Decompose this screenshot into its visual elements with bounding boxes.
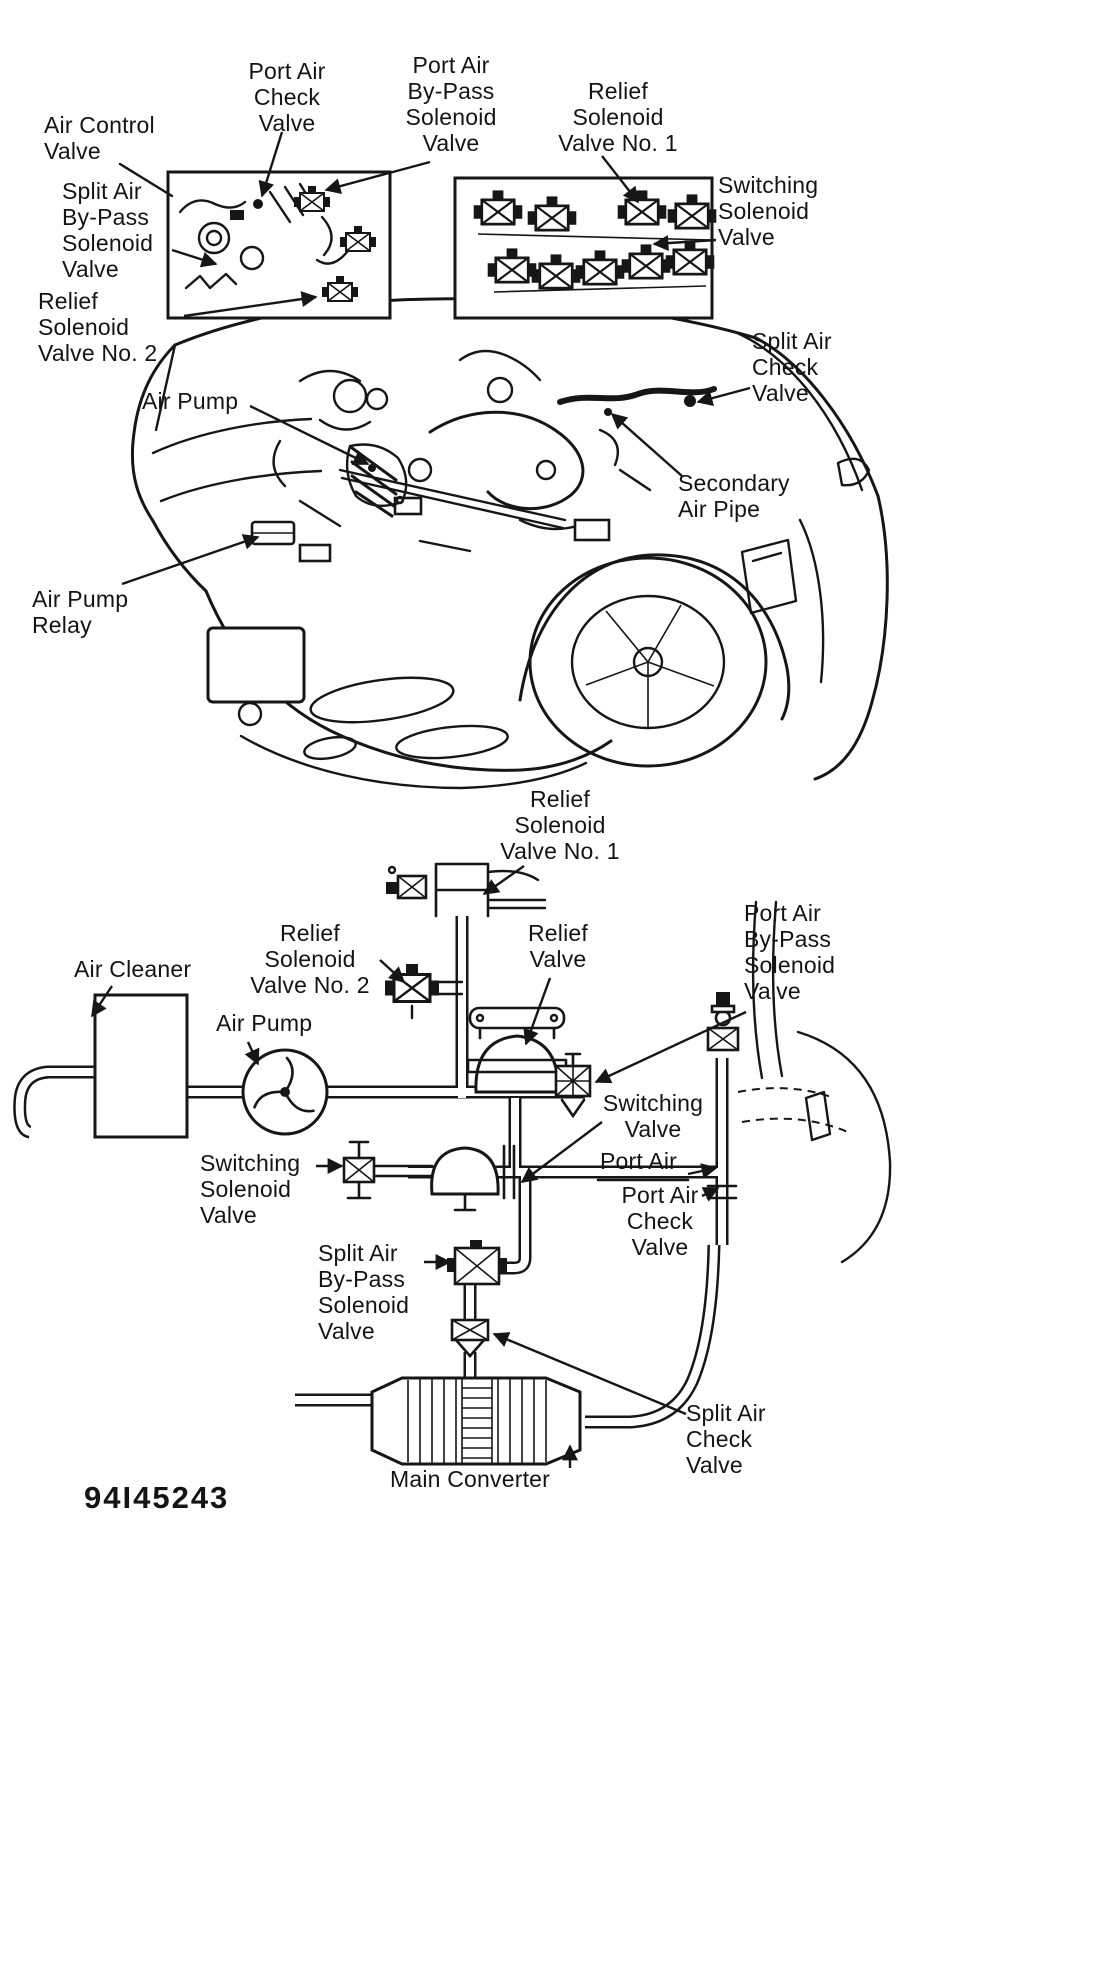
relief-solenoid-1-assembly [386,862,547,918]
top-label-switching-solenoid-valve: Switching Solenoid Valve [718,172,819,250]
split-air-bypass-solenoid-symbol [447,1240,507,1286]
schematic-label-relief-solenoid-valve-no-1: Relief Solenoid Valve No. 1 [500,786,620,864]
figure-code: 94I45243 [84,1480,230,1515]
schematic-label-main-converter: Main Converter [390,1466,551,1492]
inset-right-solenoid-bank [453,176,718,320]
top-label-split-air-check-valve: Split Air Check Valve [752,328,832,406]
schematic-label-port-air-bypass-solenoid-valve: Port Air By-Pass Solenoid Valve [744,900,836,1004]
schematic-label-relief-solenoid-valve-no-2: Relief Solenoid Valve No. 2 [250,920,370,998]
schematic-label-air-cleaner: Air Cleaner [74,956,192,982]
schematic-label-port-air-check-valve: Port Air Check Valve [621,1182,699,1260]
split-air-check-valve-device [684,395,696,407]
front-wheel [528,556,768,768]
main-converter-symbol [370,1376,582,1466]
right-pipe-fitting [706,992,740,1052]
license-plate [206,626,306,704]
schematic [13,862,892,1468]
relief-valve-assembly [466,1006,568,1094]
top-label-port-air-bypass-solenoid-valve: Port Air By-Pass Solenoid Valve [405,52,497,156]
air-pump-relay-device [250,520,296,546]
switching-solenoid-symbol [342,1140,434,1200]
top-label-split-air-bypass-solenoid-valve: Split Air By-Pass Solenoid Valve [62,178,154,282]
relief-solenoid-2-symbol [383,962,464,1020]
inset-left-air-control [166,170,392,320]
top-label-secondary-air-pipe: Secondary Air Pipe [678,470,790,522]
car-body-fragment [737,900,892,1264]
schematic-label-relief-valve: Relief Valve [527,920,588,972]
schematic-label-air-pump: Air Pump [216,1010,313,1036]
schematic-label-switching-solenoid-valve: Switching Solenoid Valve [200,1150,301,1228]
schematic-label-switching-valve: Switching Valve [602,1090,704,1142]
schematic-leader-lines [91,865,747,1468]
secondary-air-pipe-line [557,386,717,405]
top-label-air-pump: Air Pump [142,388,239,414]
side-mirror [836,457,871,487]
air-cleaner-box [93,993,189,1139]
switching-valve-assembly [430,1144,516,1212]
pipes [13,916,729,1429]
top-illustration [118,131,889,790]
port-air-bypass-solenoid-symbol [554,1052,592,1119]
top-label-air-pump-relay: Air Pump Relay [32,586,129,638]
top-leader-lines [118,131,751,586]
split-air-check-valve-symbol [450,1318,490,1358]
top-label-relief-solenoid-valve-no-2: Relief Solenoid Valve No. 2 [38,288,158,366]
top-label-port-air-check-valve: Port Air Check Valve [248,58,326,136]
schematic-label-port-air: Port Air [600,1148,678,1174]
air-pump-symbol [241,1048,329,1136]
schematic-label-split-air-bypass-solenoid-valve: Split Air By-Pass Solenoid Valve [318,1240,410,1344]
schematic-label-split-air-check-valve: Split Air Check Valve [686,1400,766,1478]
engine-detail [250,349,717,563]
top-label-air-control-valve: Air Control Valve [44,112,155,164]
car-outline [130,297,889,790]
top-label-relief-solenoid-valve-no-1: Relief Solenoid Valve No. 1 [558,78,678,156]
